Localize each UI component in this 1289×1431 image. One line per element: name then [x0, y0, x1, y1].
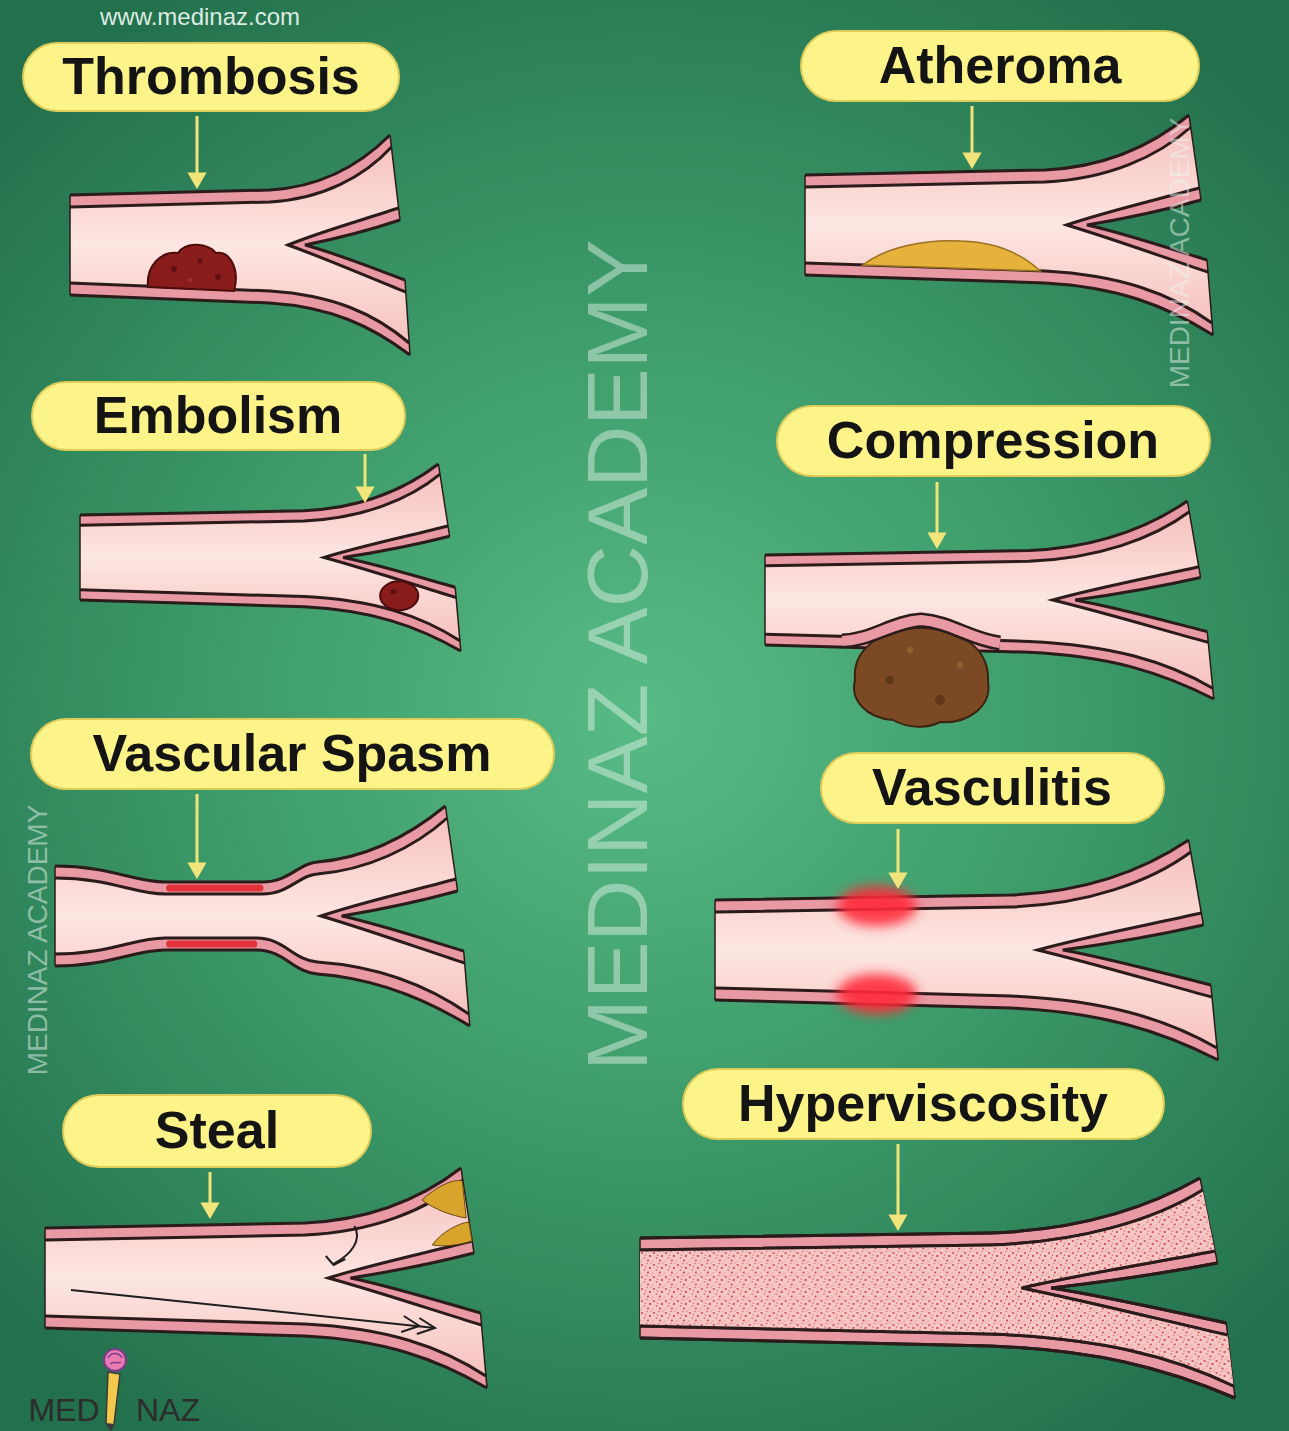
thrombus: [148, 245, 236, 291]
embolus: [380, 581, 418, 610]
logo-pencil: [104, 1349, 126, 1430]
vasculitis-vessel: [715, 840, 1218, 1060]
spasm-vessel: [55, 806, 470, 1026]
embolism-vessel: [80, 464, 461, 651]
website-url: www.medinaz.com: [100, 3, 300, 31]
compressing-mass: [854, 628, 988, 727]
steal-vessel: [45, 1168, 487, 1388]
flow-arrows: [71, 1226, 435, 1334]
spasm-highlight: [170, 888, 260, 944]
label-pill: Compression: [776, 405, 1211, 477]
plaque: [863, 241, 1041, 271]
pill-text: Vasculitis: [872, 758, 1112, 818]
compressed-wall: [842, 620, 1000, 643]
label-pill: Hyperviscosity: [682, 1068, 1165, 1140]
label-pill: Thrombosis: [22, 42, 400, 112]
plaque: [422, 1180, 466, 1218]
label-pill: Steal: [62, 1094, 372, 1168]
pill-text: Atheroma: [879, 36, 1122, 96]
pill-text: Thrombosis: [62, 47, 360, 107]
pill-text: Vascular Spasm: [93, 724, 492, 784]
watermark: MEDINAZ ACADEMY: [568, 239, 667, 1070]
atheroma-vessel: [805, 115, 1213, 335]
pill-text: Hyperviscosity: [738, 1074, 1108, 1134]
compression-vessel: [765, 501, 1214, 699]
watermark: MEDINAZ ACADEMY: [1164, 118, 1196, 389]
pill-text: Embolism: [94, 386, 343, 446]
label-pill: Atheroma: [800, 30, 1200, 102]
watermark: MEDINAZ ACADEMY: [22, 805, 54, 1076]
inflammation-glow: [837, 974, 917, 1014]
pointer-arrows: [190, 106, 979, 1228]
pill-text: Compression: [827, 411, 1159, 471]
logo-text: NAZ: [136, 1392, 200, 1429]
pill-text: Steal: [155, 1101, 279, 1161]
thrombosis-vessel: [70, 135, 410, 355]
logo-text: MED: [28, 1392, 99, 1429]
label-pill: Embolism: [31, 381, 406, 451]
label-pill: Vasculitis: [820, 752, 1165, 824]
inflammation-glow: [837, 886, 917, 926]
hyperviscosity-vessel: [640, 1178, 1235, 1398]
label-pill: Vascular Spasm: [30, 718, 555, 790]
